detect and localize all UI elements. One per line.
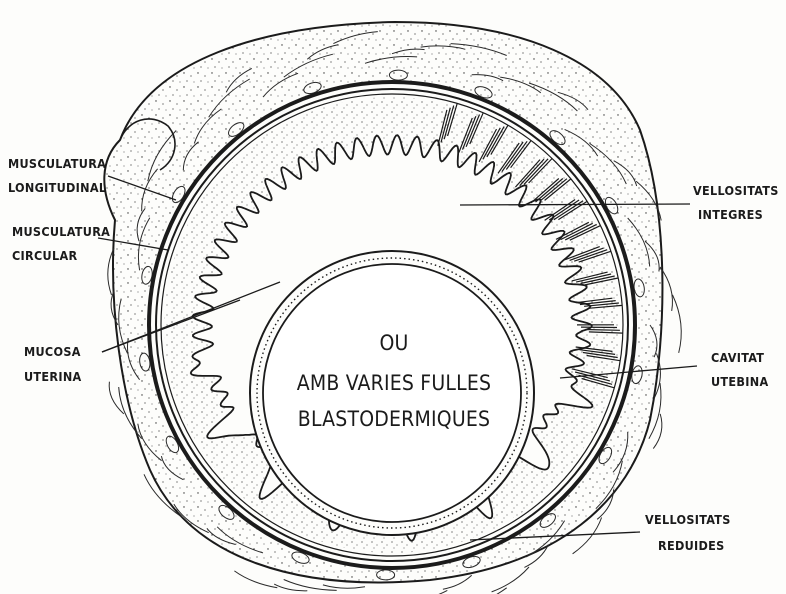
label-musculatura-circular-2: CIRCULAR — [12, 248, 77, 263]
fiber-stroke — [673, 295, 682, 353]
label-cavitat-uterina-2: UTEBINA — [711, 374, 768, 389]
fiber-stroke — [234, 571, 277, 588]
label-mucosa-2: UTERINA — [24, 369, 82, 384]
villus-hatch-line — [585, 330, 620, 331]
fiber-stroke — [109, 382, 124, 414]
fiber-stroke — [492, 567, 529, 592]
center-label-line1: OU — [379, 331, 408, 355]
center-label-line2: AMB VARIES FULLES — [297, 371, 491, 395]
label-vellositats-reduides-1: VELLOSITATS — [645, 512, 731, 527]
label-musculatura-longitudinal-2: LONGITUDINAL — [8, 180, 106, 195]
center-label-line3: BLASTODERMIQUES — [298, 407, 490, 431]
label-cavitat-uterina-1: CAVITAT — [711, 350, 764, 365]
label-musculatura-longitudinal-1: MUSCULATURA — [8, 156, 106, 171]
fiber-stroke — [274, 584, 307, 591]
label-vellositats-integres-2: INTEGRES — [698, 207, 763, 222]
fiber-stroke — [405, 590, 447, 594]
label-vellositats-integres-1: VELLOSITATS — [693, 183, 779, 198]
label-musculatura-circular-1: MUSCULATURA — [12, 224, 110, 239]
fiber-stroke — [323, 585, 365, 588]
fiber-stroke — [284, 580, 337, 591]
label-mucosa-1: MUCOSA — [24, 344, 81, 359]
label-vellositats-reduides-2: REDUIDES — [658, 538, 725, 553]
